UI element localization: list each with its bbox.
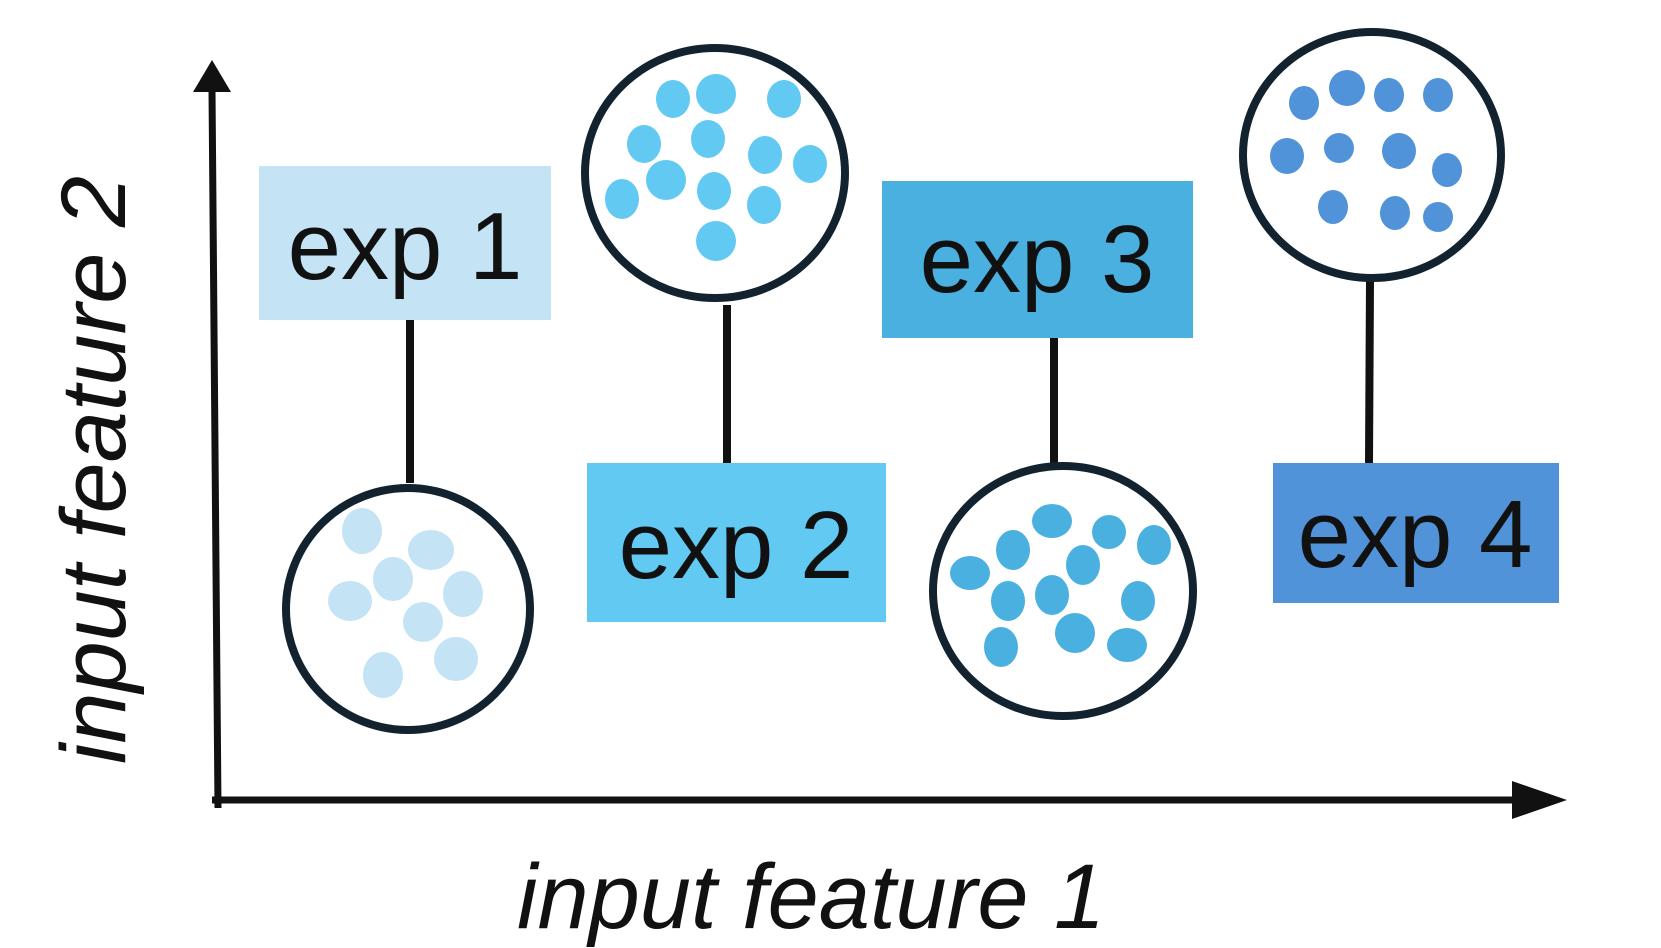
cluster-dot — [1423, 202, 1453, 232]
cluster-exp-2 — [581, 44, 849, 302]
cluster-dot — [991, 581, 1025, 621]
cluster-dot — [748, 136, 782, 174]
cluster-dot — [696, 74, 736, 114]
cluster-dot — [747, 186, 781, 224]
cluster-dot — [627, 125, 661, 163]
cluster-exp-4-dots — [1270, 70, 1462, 232]
cluster-exp-1-dots — [328, 508, 483, 698]
y-axis-line — [208, 89, 222, 809]
cluster-dot — [1432, 153, 1462, 187]
cluster-dot — [1374, 78, 1404, 112]
cluster-dot — [403, 602, 443, 642]
cluster-dot — [1032, 504, 1072, 538]
y-axis-title: input feature 2 — [43, 176, 145, 764]
exp-2-box: exp 2 — [587, 463, 886, 622]
cluster-dot — [793, 145, 827, 183]
exp-2-label: exp 2 — [619, 492, 854, 599]
cluster-exp-4 — [1239, 28, 1505, 282]
cluster-dot — [363, 652, 403, 698]
cluster-dot — [1035, 575, 1069, 615]
cluster-exp-2-dots — [605, 74, 827, 261]
x-axis-title: input feature 1 — [517, 846, 1105, 948]
axes — [193, 60, 1567, 819]
cluster-dot — [656, 80, 690, 118]
cluster-dot — [1382, 133, 1416, 169]
exp-4-box: exp 4 — [1273, 463, 1559, 603]
cluster-dot — [1324, 133, 1354, 163]
exp-4-label: exp 4 — [1298, 481, 1533, 588]
cluster-dot — [1318, 190, 1348, 224]
cluster-dot — [1380, 196, 1410, 230]
cluster-dot — [1329, 70, 1365, 106]
cluster-exp-3-dots — [950, 504, 1171, 667]
cluster-dot — [342, 508, 382, 554]
cluster-dot — [1092, 515, 1126, 549]
cluster-dot — [1107, 628, 1147, 662]
x-axis-arrowhead — [1512, 781, 1567, 819]
exp-3-box: exp 3 — [882, 181, 1193, 338]
cluster-dot — [1289, 86, 1319, 120]
cluster-dot — [767, 80, 801, 118]
cluster-dot — [408, 530, 454, 570]
cluster-dot — [950, 556, 990, 590]
cluster-dot — [646, 160, 686, 200]
exp-2-box-bg — [587, 463, 886, 622]
cluster-dot — [1055, 613, 1095, 653]
cluster-dot — [691, 120, 725, 158]
exp-1-label: exp 1 — [288, 193, 523, 300]
cluster-dot — [1423, 78, 1453, 112]
cluster-exp-1 — [282, 484, 534, 734]
cluster-dot — [697, 172, 731, 210]
exp-3-box-bg — [882, 181, 1193, 338]
cluster-dot — [434, 637, 478, 681]
exp-1-box-bg — [259, 166, 551, 320]
exp-3-label: exp 3 — [920, 206, 1155, 313]
cluster-dot — [1121, 581, 1155, 621]
cluster-dot — [328, 581, 372, 621]
cluster-exp-3 — [929, 462, 1197, 720]
cluster-dot — [696, 221, 736, 261]
connector-exp-4 — [1365, 279, 1374, 464]
exp-4-box-bg — [1273, 463, 1559, 603]
cluster-dot — [605, 179, 639, 219]
y-axis-arrowhead — [193, 60, 231, 92]
cluster-dot — [1270, 138, 1304, 174]
cluster-dot — [443, 571, 483, 617]
cluster-dot — [984, 627, 1018, 667]
cluster-dot — [1137, 525, 1171, 565]
cluster-dot — [373, 557, 413, 601]
cluster-dot — [996, 530, 1030, 570]
exp-1-box: exp 1 — [259, 166, 551, 320]
cluster-dot — [1066, 545, 1100, 585]
